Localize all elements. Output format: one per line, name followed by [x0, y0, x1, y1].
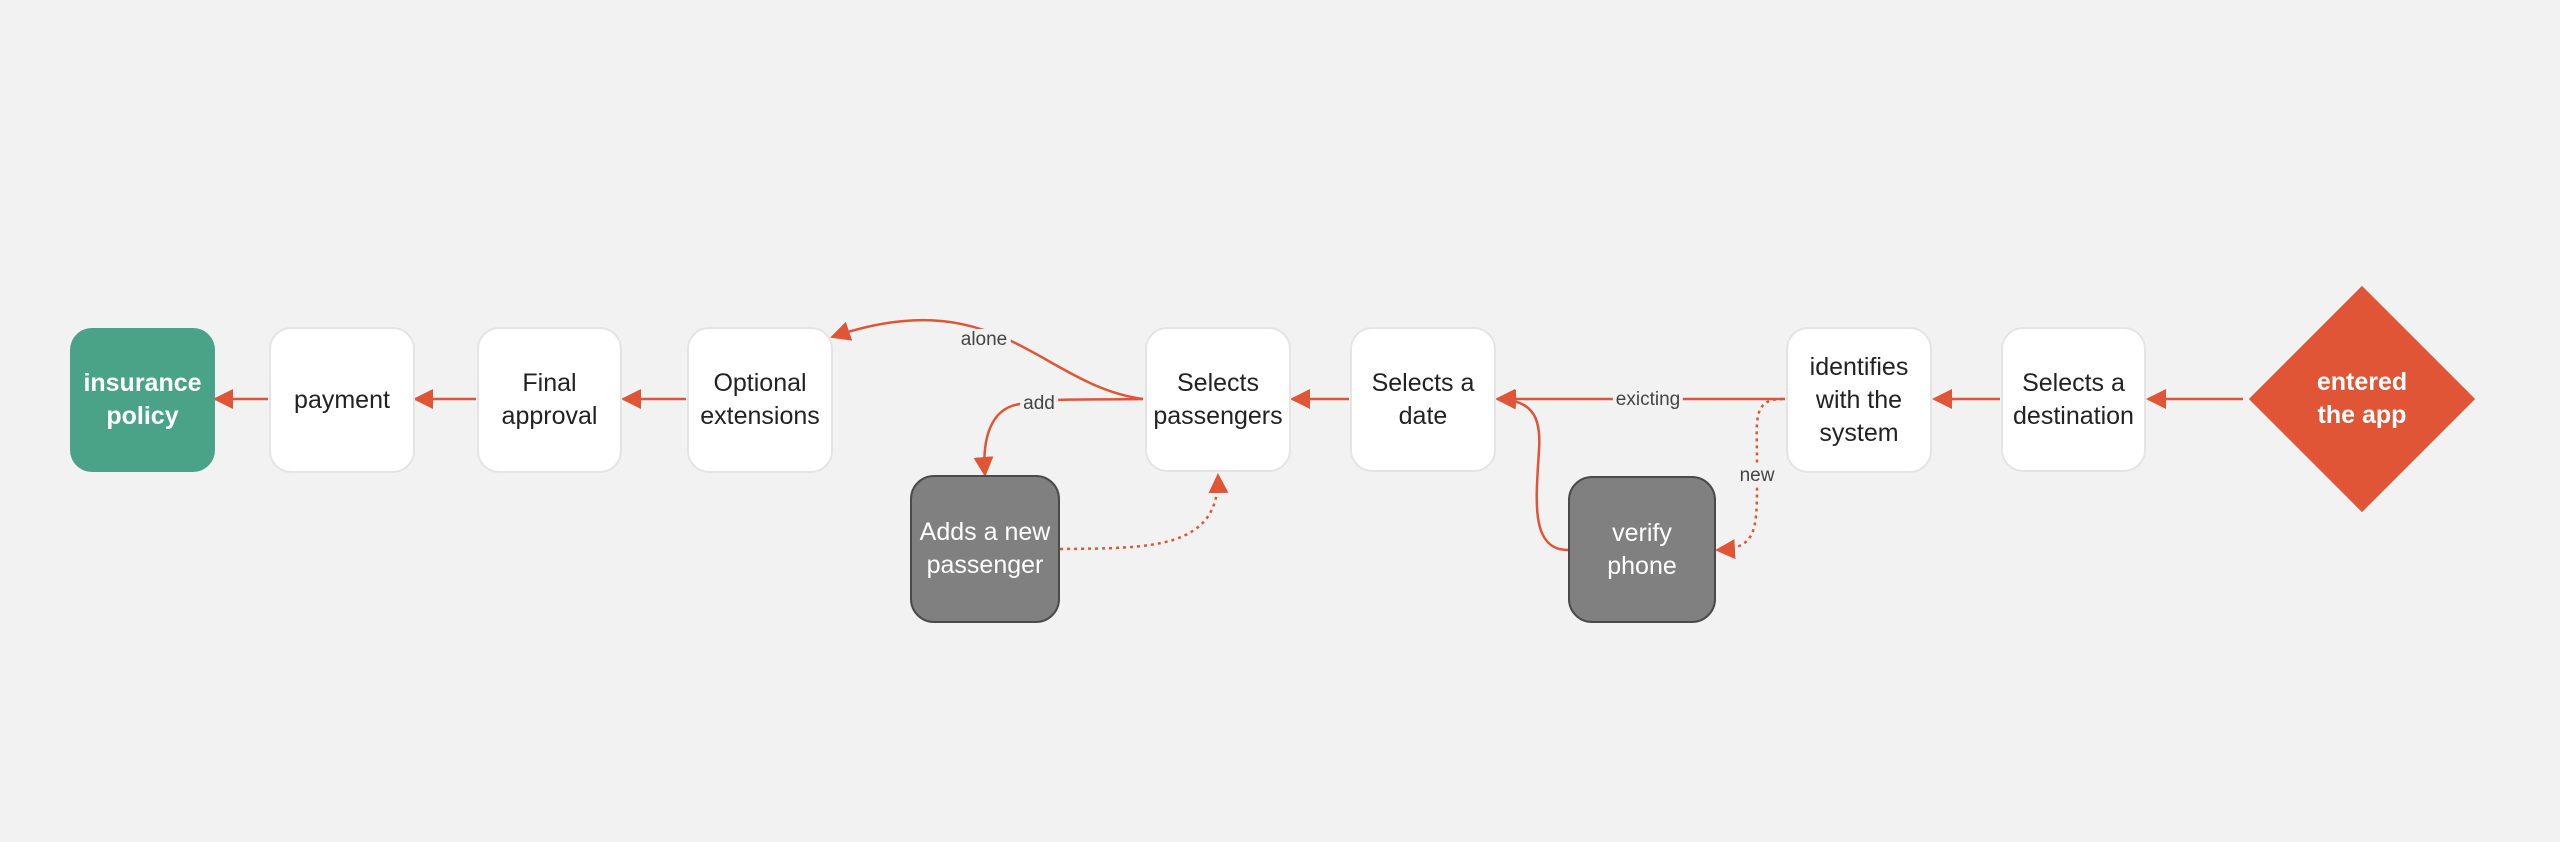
- node-selects-date[interactable]: Selects a date: [1350, 327, 1496, 472]
- node-identifies-with-system[interactable]: identifies with the system: [1786, 327, 1932, 473]
- edge-adds-to-passengers: [1059, 473, 1229, 551]
- edge-label-new: new: [1736, 465, 1778, 487]
- node-label: Selects a date: [1371, 368, 1475, 430]
- start-node-label: entered the app: [2316, 368, 2408, 429]
- end-node-insurance-policy[interactable]: insurance policy: [70, 328, 215, 472]
- node-payment[interactable]: payment: [269, 327, 415, 473]
- edge-label-exicting: exicting: [1612, 389, 1684, 411]
- node-label: insurance policy: [83, 369, 202, 430]
- node-final-approval[interactable]: Final approval: [477, 327, 622, 473]
- node-selects-destination[interactable]: Selects a destination: [2001, 327, 2146, 472]
- node-label: Selects passengers: [1153, 368, 1283, 430]
- node-label: payment: [294, 385, 390, 414]
- node-label: Optional extensions: [700, 369, 820, 430]
- edge-label-add: add: [1020, 393, 1058, 415]
- edge-identifies-to-verify-new: [1715, 397, 1784, 560]
- edge-passengers-to-extensions-alone: [830, 318, 1144, 401]
- node-label: verify phone: [1607, 518, 1677, 580]
- node-label: Adds a new passenger: [919, 518, 1051, 579]
- edge-verify-to-date: [1496, 389, 1569, 552]
- start-node-entered-app[interactable]: entered the app: [2248, 285, 2476, 513]
- edge-label-alone: alone: [957, 329, 1011, 351]
- node-optional-extensions[interactable]: Optional extensions: [687, 327, 833, 473]
- node-selects-passengers[interactable]: Selects passengers: [1145, 327, 1291, 472]
- node-label: Final approval: [501, 369, 598, 430]
- edge-passengers-to-adds-add: [973, 397, 1144, 477]
- node-label: identifies with the system: [1809, 352, 1909, 447]
- node-verify-phone[interactable]: verify phone: [1568, 476, 1716, 623]
- node-label: Selects a destination: [2013, 368, 2134, 430]
- node-adds-new-passenger[interactable]: Adds a new passenger: [910, 475, 1060, 623]
